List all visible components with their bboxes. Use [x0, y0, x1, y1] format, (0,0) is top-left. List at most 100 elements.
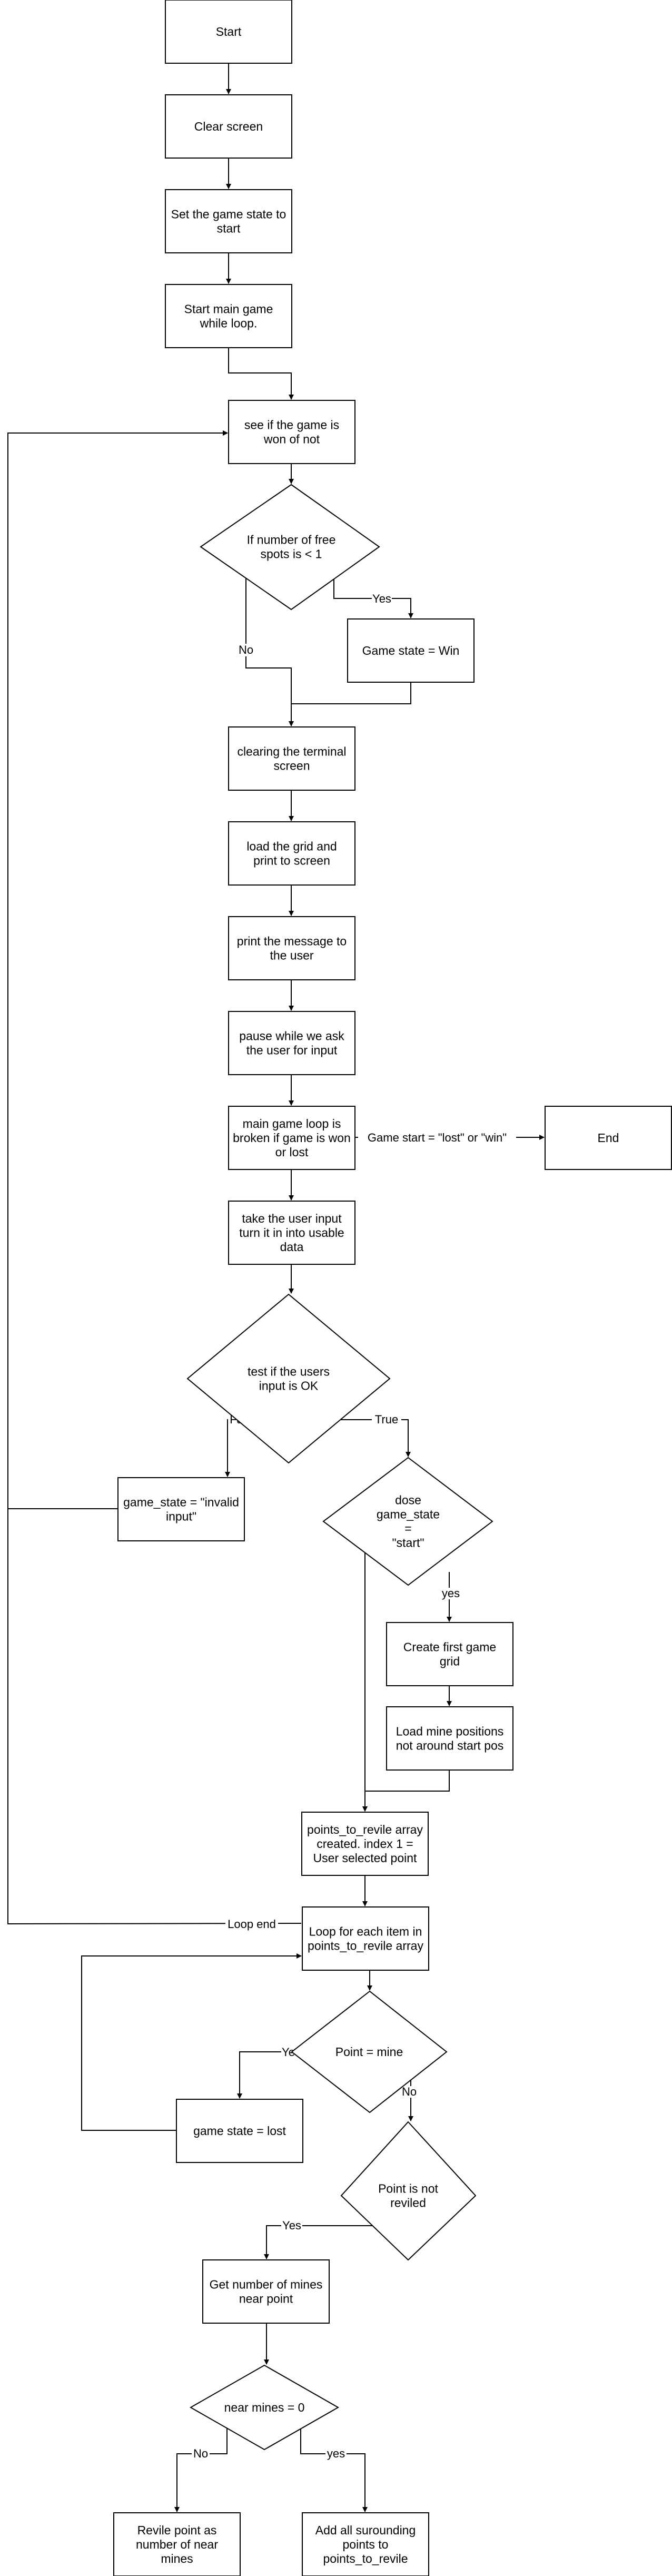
node-game-lost: game state = lost: [176, 2099, 303, 2163]
edge-nearzero-addall: [300, 2424, 368, 2512]
node-clear-screen: Clear screen: [165, 94, 292, 159]
edge-label-loop-end: Loop end: [228, 1918, 276, 1931]
label-line: pause while we ask: [239, 1029, 344, 1043]
label-line: while loop.: [200, 317, 258, 330]
label-line: input": [166, 1510, 196, 1523]
label-line: mines: [161, 2552, 193, 2565]
label-line: "start": [392, 1536, 424, 1550]
label-line: number of near: [136, 2538, 218, 2551]
label-line: Get number of mines: [210, 2278, 323, 2292]
label-line: Set the game state to: [171, 208, 286, 221]
label-line: test if the users: [248, 1365, 330, 1379]
label-line: points_to_revile array: [308, 1939, 423, 1953]
label-line: print to screen: [253, 854, 330, 868]
label-line: User selected point: [313, 1851, 417, 1865]
label-line: =: [404, 1522, 411, 1536]
label-line: If number of free: [247, 533, 336, 547]
edge-label-yes-reviled: Yes: [282, 2219, 301, 2232]
edge-invalid-checkwon: [7, 430, 228, 1509]
node-clear-screen-label: Clear screen: [194, 120, 263, 133]
label-line: not around start pos: [396, 1739, 504, 1753]
label-line: load the grid and: [246, 840, 337, 853]
node-game-lost-label: game state = lost: [193, 2124, 286, 2138]
node-win: Game state = Win: [347, 618, 475, 683]
node-point-mine: Point = mine: [291, 1990, 448, 2113]
label-line: Loop for each item in: [309, 1925, 422, 1939]
nodes: Start Clear screen Set the game state to…: [113, 0, 672, 2576]
label-line: turn it in into usable: [239, 1226, 344, 1240]
edge-label-no-near: No: [193, 2447, 208, 2460]
label-line: the user: [270, 949, 313, 962]
node-start-label: Start: [216, 25, 242, 38]
edge-label-game-start-end: Game start = "lost" or "win": [368, 1131, 507, 1144]
label-line: Point is not: [378, 2182, 438, 2196]
label-line: spots is < 1: [261, 547, 322, 561]
edge-label-yes-start: yes: [442, 1587, 460, 1600]
label-line: take the user input: [242, 1212, 342, 1225]
label-line: data: [280, 1240, 304, 1254]
node-near-zero-label: near mines = 0: [224, 2401, 305, 2414]
label-line: points_to_revile: [323, 2552, 408, 2565]
label-line: or lost: [275, 1145, 309, 1159]
label-line: see if the game is: [244, 418, 339, 432]
edge-mainloop-checkwon: [228, 348, 294, 400]
edge-loopeach-checkwon: [7, 430, 302, 1925]
edge-notreviled-getnum: [264, 2225, 411, 2259]
label-line: points_to_revile array: [307, 1823, 423, 1836]
node-point-mine-label: Point = mine: [335, 2045, 403, 2059]
label-line: main game loop is: [243, 1117, 341, 1130]
edge-win-clearterm: [289, 682, 411, 726]
node-near-zero: near mines = 0: [189, 2364, 340, 2451]
label-line: print the message to: [237, 935, 347, 948]
label-line: start: [217, 222, 241, 235]
label-line: near point: [239, 2292, 293, 2306]
label-line: screen: [273, 759, 310, 773]
node-end: End: [545, 1106, 672, 1170]
edge-lost-loopeach: [81, 1953, 302, 2131]
label-line: created. index 1 =: [317, 1837, 413, 1851]
label-line: dose: [395, 1493, 421, 1507]
label-line: broken if game is won: [233, 1131, 351, 1145]
label-line: won of not: [263, 432, 320, 446]
label-line: game_state = "invalid: [123, 1496, 239, 1509]
edge-label-yes-win: Yes: [372, 592, 391, 605]
label-line: Revile point as: [137, 2523, 217, 2537]
edge-freespots-clearterm: [245, 578, 294, 726]
edge-label-true-input: True: [375, 1413, 398, 1426]
label-line: Add all surounding: [315, 2523, 416, 2537]
